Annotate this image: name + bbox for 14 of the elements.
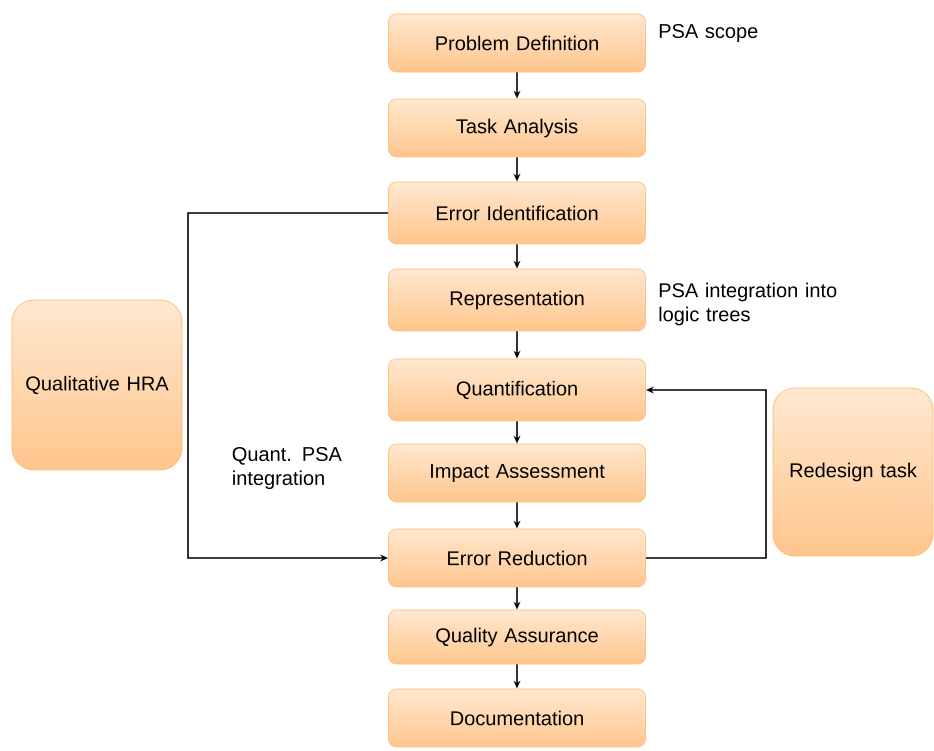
step-box: Error Reduction	[388, 528, 646, 588]
side-box: Qualitative HRA	[12, 300, 182, 470]
step-box: Task Analysis	[388, 98, 646, 158]
step-box: Problem Definition	[388, 14, 646, 72]
step-box: Documentation	[388, 688, 646, 748]
step-box: Quality Assurance	[388, 610, 646, 664]
side-box: Redesign task	[772, 388, 934, 556]
step-box: Quantification	[388, 358, 646, 422]
step-box: Impact Assessment	[388, 444, 646, 502]
side-note: PSA integration into logic trees	[660, 282, 836, 326]
side-note: Quant. PSA integration	[232, 446, 342, 490]
side-note: PSA scope	[660, 24, 758, 42]
step-box: Representation	[388, 268, 646, 332]
step-box: Error Identification	[388, 182, 646, 244]
